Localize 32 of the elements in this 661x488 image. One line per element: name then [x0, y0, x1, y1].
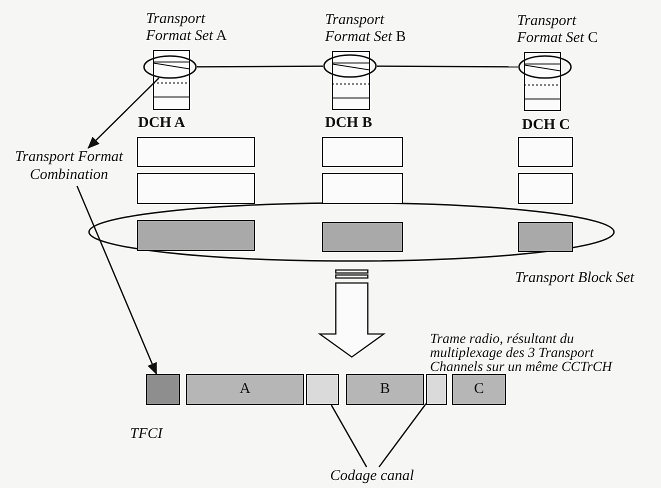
set-heading: Transport Format Set C	[517, 13, 599, 48]
arrow	[76, 186, 158, 375]
connector-line	[330, 404, 368, 468]
set-heading: Transport Format Set B	[325, 12, 407, 46]
channel-segment: C	[452, 374, 506, 405]
annotation-text: Trame radio, résultant du multiplexage des 3 Transport Channels sur un même CCTrCH	[430, 333, 614, 375]
caption-text: Codage canal	[322, 467, 422, 486]
connector-line	[378, 403, 427, 468]
coding-block	[306, 374, 339, 405]
coding-block	[426, 374, 447, 405]
arrow	[87, 77, 160, 149]
empty-block	[137, 173, 255, 204]
channel-label: DCH C	[522, 117, 570, 134]
selection-ellipse	[518, 55, 572, 79]
selection-ellipse	[323, 54, 377, 78]
empty-block	[137, 137, 255, 167]
empty-block	[322, 137, 403, 167]
connector-line	[377, 65, 518, 68]
block-arrow	[318, 269, 386, 358]
selection-ellipse	[143, 55, 197, 79]
channel-segment: B	[346, 374, 424, 405]
empty-block	[518, 173, 573, 204]
channel-label: DCH A	[138, 115, 186, 132]
empty-block	[322, 173, 403, 204]
channel-segment: A	[186, 374, 304, 405]
empty-block	[518, 137, 573, 167]
connector-line	[197, 65, 323, 68]
channel-label: DCH B	[325, 115, 372, 132]
ellipse-caption: Transport Block Set	[515, 270, 636, 287]
side-label: TFCI	[130, 426, 163, 443]
caption-text: Transport Format Combination	[4, 148, 134, 186]
set-heading: Transport Format Set A	[146, 11, 228, 46]
